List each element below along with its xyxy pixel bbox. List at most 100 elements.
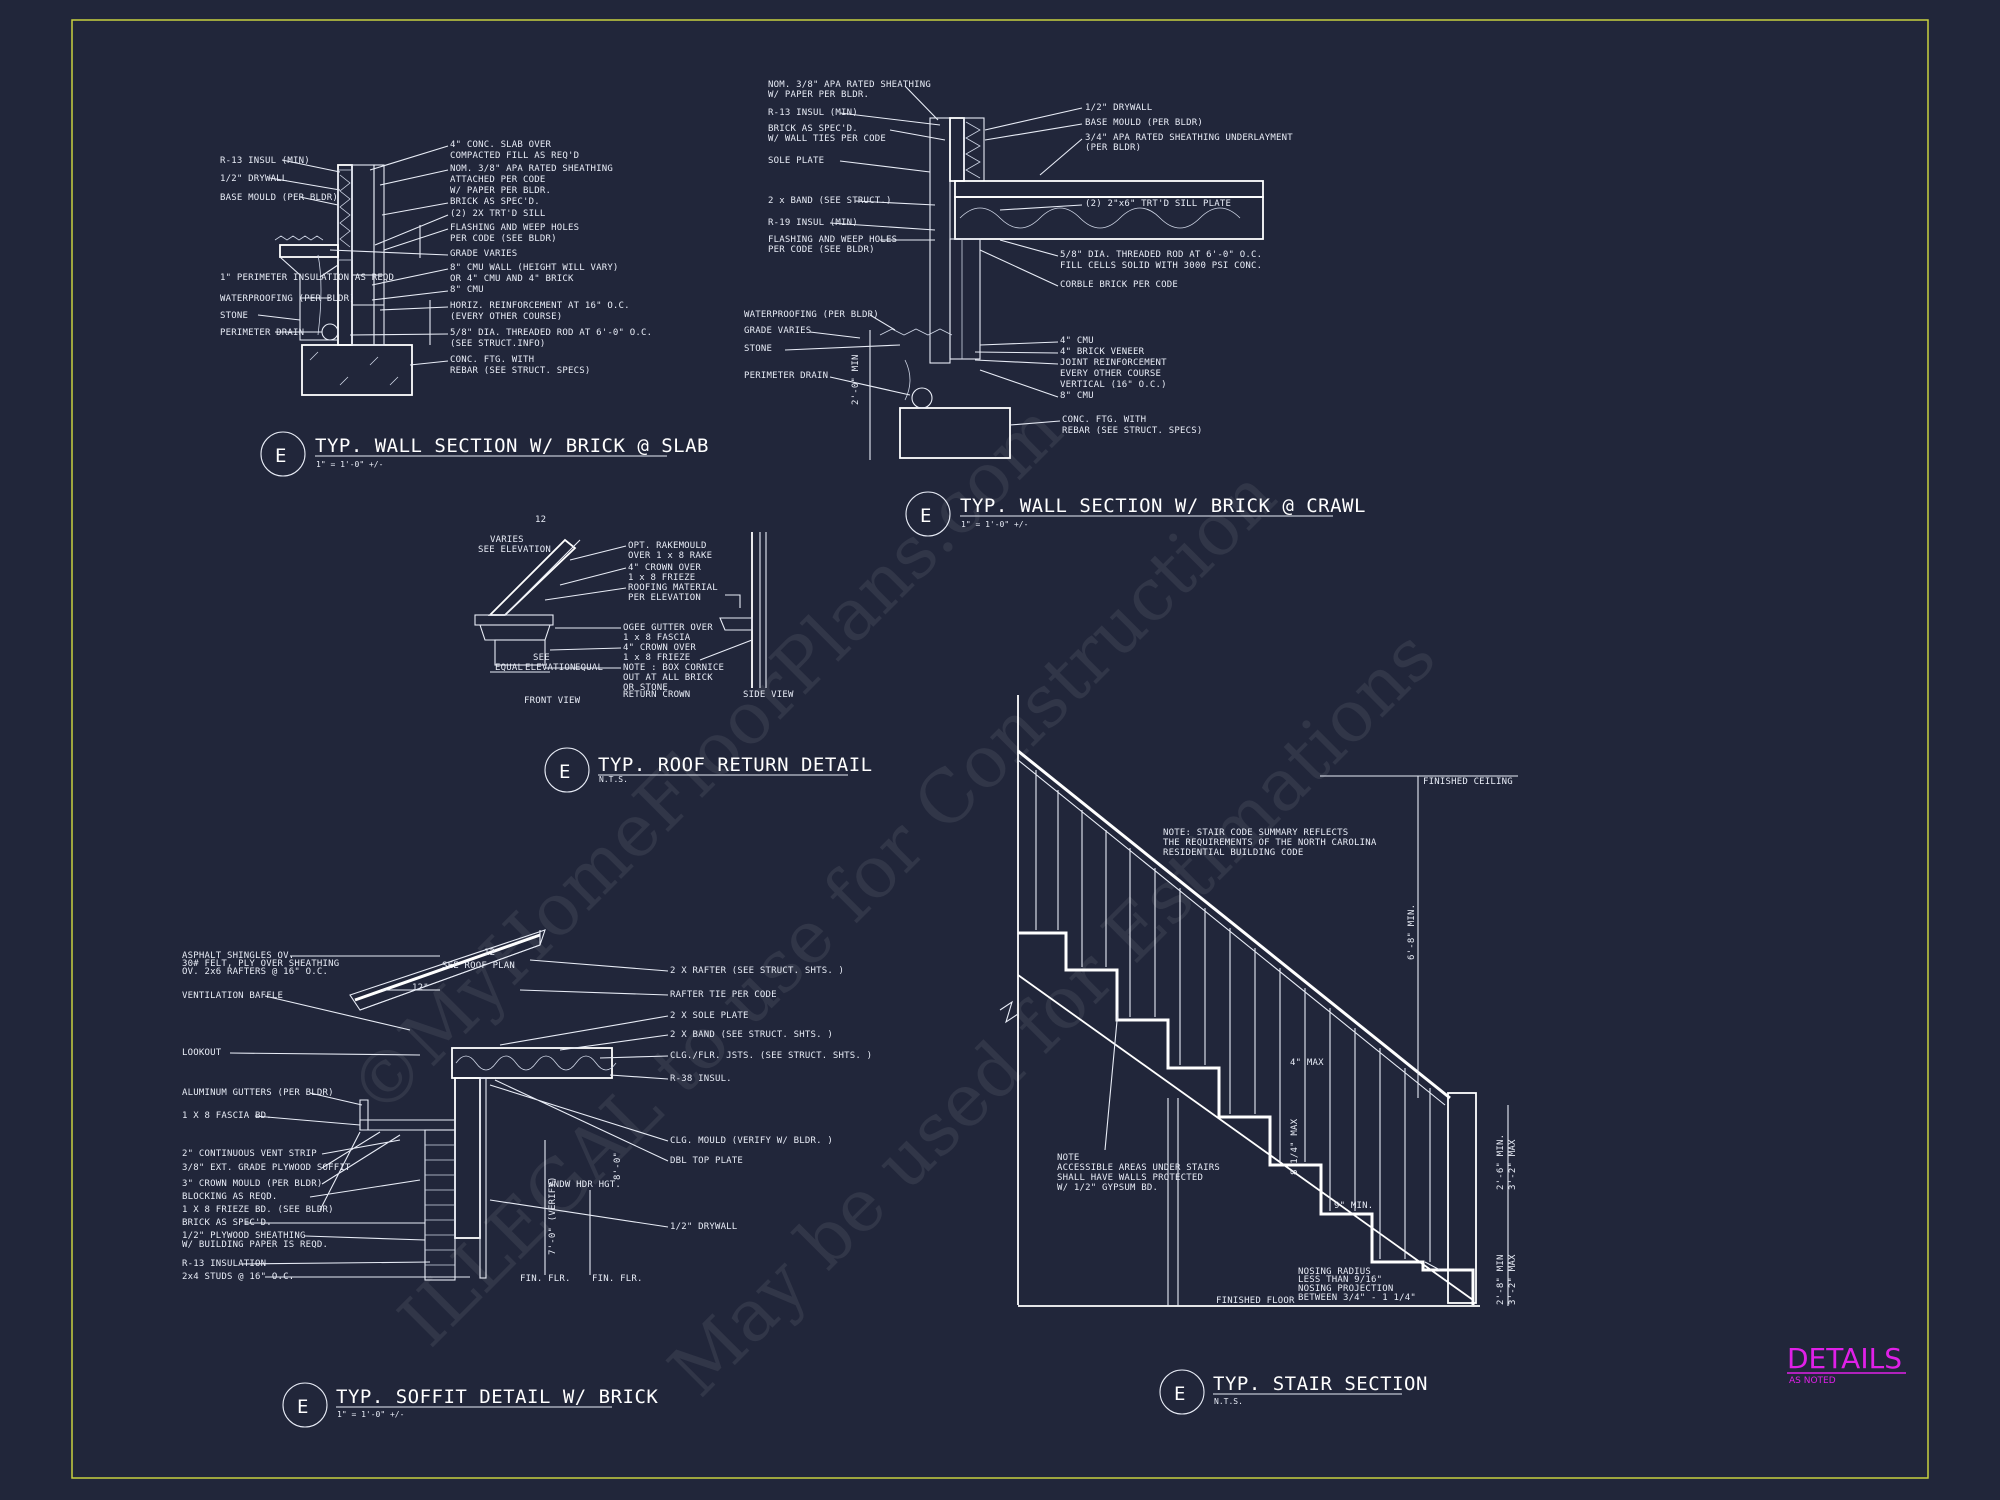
note: 4" CMU xyxy=(1060,336,1094,346)
detail-marker xyxy=(260,431,306,477)
note: EQUAL xyxy=(495,663,523,673)
detail-marker xyxy=(1159,1369,1205,1415)
note: BRICK AS SPEC'D. xyxy=(768,124,858,134)
detail-title: TYP. ROOF RETURN DETAIL xyxy=(598,754,873,776)
note: 4" CROWN OVER xyxy=(623,643,696,653)
detail-scale: 1" = 1'-0" +/- xyxy=(337,1410,404,1419)
note: OGEE GUTTER OVER xyxy=(623,623,713,633)
dimension: 7'-0" (VERIFY) xyxy=(548,1176,558,1255)
note: 3/4" APA RATED SHEATHING UNDERLAYMENT xyxy=(1085,133,1293,143)
note: FINISHED FLOOR xyxy=(1216,1296,1295,1306)
note: ALUMINUM GUTTERS (PER BLDR) xyxy=(182,1088,334,1098)
note: 5/8" DIA. THREADED ROD AT 6'-0" O.C. xyxy=(450,328,652,338)
note: WNDW HDR HGT. xyxy=(548,1180,621,1190)
detail-marker xyxy=(282,1382,328,1428)
detail-soffit: ASPHALT SHINGLES OV. 30# FELT, PLY OVER … xyxy=(182,929,872,1428)
note: 2x4 STUDS @ 16" O.C. xyxy=(182,1272,294,1282)
note: PER ELEVATION xyxy=(628,593,701,603)
note: OR 4" CMU AND 4" BRICK xyxy=(450,274,574,284)
note: PER CODE (SEE BLDR) xyxy=(768,245,875,255)
note: 1 X 8 FASCIA BD. xyxy=(182,1111,272,1121)
detail-scale: N.T.S. xyxy=(1214,1397,1243,1406)
note: (2) 2"x6" TRT'D SILL PLATE xyxy=(1085,199,1231,209)
note: BASE MOULD (PER BLDR) xyxy=(1085,118,1203,128)
note: R-19 INSUL (MIN) xyxy=(768,218,858,228)
note: OPT. RAKEMOULD xyxy=(628,541,707,551)
note: W/ PAPER PER BLDR. xyxy=(450,186,551,196)
note: CONC. FTG. WITH xyxy=(1062,415,1146,425)
stair-linework xyxy=(999,695,1518,1307)
note: 3" CROWN MOULD (PER BLDR) xyxy=(182,1179,322,1189)
note: BLOCKING AS REQD. xyxy=(182,1192,278,1202)
note: SEE ELEVATION xyxy=(478,545,551,555)
sheet-scale: AS NOTED xyxy=(1789,1376,1836,1386)
dimension: 3'-2" MAX xyxy=(1508,1254,1518,1305)
note: (SEE STRUCT.INFO) xyxy=(450,339,546,349)
note: NOSING PROJECTION xyxy=(1298,1284,1394,1294)
note: (PER BLDR) xyxy=(1085,143,1141,153)
detail-wall-section-crawl: NOM. 3/8" APA RATED SHEATHING W/ PAPER P… xyxy=(744,80,1366,537)
note: DBL TOP PLATE xyxy=(670,1156,743,1166)
note: GRADE VARIES xyxy=(450,249,517,259)
note: GRADE VARIES xyxy=(744,326,811,336)
note: BASE MOULD (PER BLDR) xyxy=(220,193,338,203)
note: 1/2" DRYWALL xyxy=(220,174,287,184)
roof-notes: 12 VARIES SEE ELEVATION OPT. RAKEMOULD O… xyxy=(478,515,794,706)
note: NOTE xyxy=(1057,1153,1079,1163)
detail-title: TYP. WALL SECTION W/ BRICK @ SLAB xyxy=(315,435,709,457)
sheet-border xyxy=(71,19,1929,1479)
note: 1 x 8 FRIEZE xyxy=(623,653,690,663)
note: THE REQUIREMENTS OF THE NORTH CAROLINA xyxy=(1163,838,1377,848)
note: NOM. 3/8" APA RATED SHEATHING xyxy=(450,164,613,174)
note: W/ WALL TIES PER CODE xyxy=(768,134,886,144)
note: RESIDENTIAL BUILDING CODE xyxy=(1163,848,1303,858)
note: WATERPROOFING (PER BLDR) xyxy=(744,310,879,320)
note: WATERPROOFING (PER BLDR) xyxy=(220,294,355,304)
soffit-linework xyxy=(349,929,617,1281)
note: 2 X RAFTER (SEE STRUCT. SHTS. ) xyxy=(670,966,844,976)
detail-marker-letter: E xyxy=(297,1396,309,1418)
note: W/ 1/2" GYPSUM BD. xyxy=(1057,1183,1158,1193)
note: COMPACTED FILL AS REQ'D xyxy=(450,151,579,161)
note: CONC. FTG. WITH xyxy=(450,355,534,365)
note: OV. 2x6 RAFTERS @ 16" O.C. xyxy=(182,967,328,977)
note: 1/2" DRYWALL xyxy=(1085,103,1152,113)
crawl-title-block: E TYP. WALL SECTION W/ BRICK @ CRAWL 1" … xyxy=(905,491,1366,537)
note: FRONT VIEW xyxy=(524,696,581,706)
note: FILL CELLS SOLID WITH 3000 PSI CONC. xyxy=(1060,261,1262,271)
note: BETWEEN 3/4" - 1 1/4" xyxy=(1298,1293,1416,1303)
note: HORIZ. REINFORCEMENT AT 16" O.C. xyxy=(450,301,630,311)
detail-title: TYP. STAIR SECTION xyxy=(1213,1373,1428,1395)
note: VERTICAL (16" O.C.) xyxy=(1060,380,1167,390)
dimension: 2'-6" MIN. xyxy=(1496,1134,1506,1190)
note: W/ BUILDING PAPER IS REQD. xyxy=(182,1240,328,1250)
note: 8" CMU xyxy=(450,285,484,295)
detail-marker-letter: E xyxy=(1174,1383,1186,1405)
note: OUT AT ALL BRICK xyxy=(623,673,713,683)
dimension: 12" xyxy=(412,983,429,993)
dimension: 4" MAX xyxy=(1290,1058,1324,1068)
note: FINISHED CEILING xyxy=(1423,777,1513,787)
stair-notes: FINISHED CEILING NOTE: STAIR CODE SUMMAR… xyxy=(1057,777,1518,1306)
detail-marker-letter: E xyxy=(275,445,287,467)
note: BRICK AS SPEC'D. xyxy=(182,1218,272,1228)
note: RETURN CROWN xyxy=(623,690,690,700)
detail-title: TYP. WALL SECTION W/ BRICK @ CRAWL xyxy=(960,495,1366,517)
note: ATTACHED PER CODE xyxy=(450,175,546,185)
sheet-name: DETAILS xyxy=(1787,1342,1902,1375)
note: PER CODE (SEE BLDR) xyxy=(450,234,557,244)
note: R-13 INSULATION xyxy=(182,1259,266,1269)
soffit-title-block: E TYP. SOFFIT DETAIL W/ BRICK 1" = 1'-0"… xyxy=(282,1382,658,1428)
note: NOTE: STAIR CODE SUMMARY REFLECTS xyxy=(1163,828,1348,838)
note: W/ PAPER PER BLDR. xyxy=(768,90,869,100)
roof-title-block: E TYP. ROOF RETURN DETAIL N.T.S. xyxy=(544,747,873,793)
note: 4" BRICK VENEER xyxy=(1060,347,1145,357)
crawl-left-notes: NOM. 3/8" APA RATED SHEATHING W/ PAPER P… xyxy=(744,80,946,396)
note: 1 x 8 FRIEZE xyxy=(628,573,695,583)
note: SEE ROOF PLAN xyxy=(442,961,515,971)
note: BRICK AS SPEC'D. xyxy=(450,197,540,207)
note: ACCESSIBLE AREAS UNDER STAIRS xyxy=(1057,1163,1220,1173)
note: (EVERY OTHER COURSE) xyxy=(450,312,562,322)
note: 4" CONC. SLAB OVER xyxy=(450,140,552,150)
